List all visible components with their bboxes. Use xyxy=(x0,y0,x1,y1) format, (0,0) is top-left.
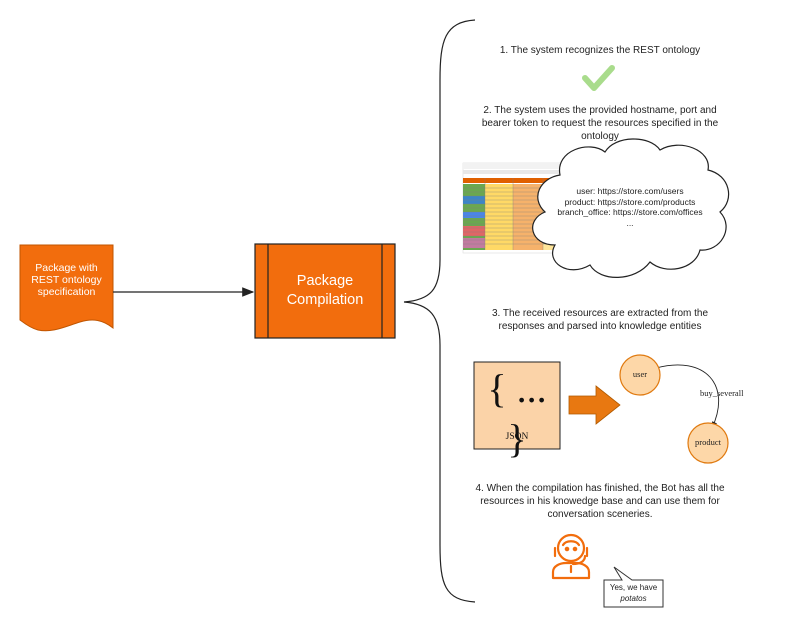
step-4-line-2: resources in his knowedge base and can u… xyxy=(480,496,720,507)
document-label: Package with REST ontology specification xyxy=(20,262,113,298)
package-label-line-2: Compilation xyxy=(286,292,364,308)
step-4-line-1: 4. When the compilation has finished, th… xyxy=(475,483,725,494)
package-label: Package Compilation xyxy=(268,272,382,310)
cloud-line-products: product: https://store.com/products xyxy=(564,196,696,207)
bot-icon xyxy=(551,533,591,580)
check-icon xyxy=(582,65,615,91)
step-2-line-1: 2. The system uses the provided hostname… xyxy=(483,105,717,116)
speech-bubble-line-2: potatos xyxy=(620,593,647,603)
cloud-text: user: https://store.com/users product: h… xyxy=(540,186,720,228)
node-product-label: product xyxy=(695,437,721,447)
document-label-line-1: Package with xyxy=(35,262,98,274)
package-label-line-1: Package xyxy=(296,273,354,289)
cloud-icon xyxy=(532,138,730,278)
node-product xyxy=(687,422,729,464)
cloud-line-offices: branch_office: https://store.com/offices xyxy=(557,207,703,217)
step-4-line-3: conversation sceneries. xyxy=(547,509,653,520)
spreadsheet-thumbnail xyxy=(462,162,579,254)
step-1-line-1: 1. The system recognizes the REST ontolo… xyxy=(499,45,701,56)
json-label: JSON xyxy=(505,432,529,442)
step-2-line-2: bearer token to request the resources sp… xyxy=(481,118,719,129)
speech-bubble-line-1: Yes, we have xyxy=(609,583,658,592)
curly-brace xyxy=(403,19,476,603)
step-3-text: 3. The received resources are extracted … xyxy=(470,307,730,333)
step-4-text: 4. When the compilation has finished, th… xyxy=(470,482,730,521)
json-box xyxy=(473,361,561,450)
speech-bubble-text: Yes, we have potatos xyxy=(604,583,663,604)
step-2-line-3: ontology xyxy=(581,131,619,142)
graph-edge xyxy=(655,364,720,429)
json-braces: { ... } xyxy=(487,366,547,461)
node-user xyxy=(619,354,661,396)
document-shape xyxy=(19,244,114,332)
document-label-line-2: REST ontology xyxy=(31,274,102,286)
cloud-line-ellipsis: ... xyxy=(626,217,634,228)
node-user-label: user xyxy=(632,369,648,379)
arrow-icon xyxy=(568,385,621,425)
document-label-line-3: specification xyxy=(37,286,96,298)
cloud-line-users: user: https://store.com/users xyxy=(576,186,684,196)
step-1-text: 1. The system recognizes the REST ontolo… xyxy=(470,44,730,57)
package-compilation-box xyxy=(254,243,396,339)
step-2-text: 2. The system uses the provided hostname… xyxy=(470,104,730,143)
step-3-line-1: 3. The received resources are extracted … xyxy=(491,308,709,319)
speech-bubble-icon xyxy=(603,566,664,608)
edge-label: buy_severall xyxy=(700,388,744,398)
step-3-line-2: responses and parsed into knowledge enti… xyxy=(498,321,702,332)
